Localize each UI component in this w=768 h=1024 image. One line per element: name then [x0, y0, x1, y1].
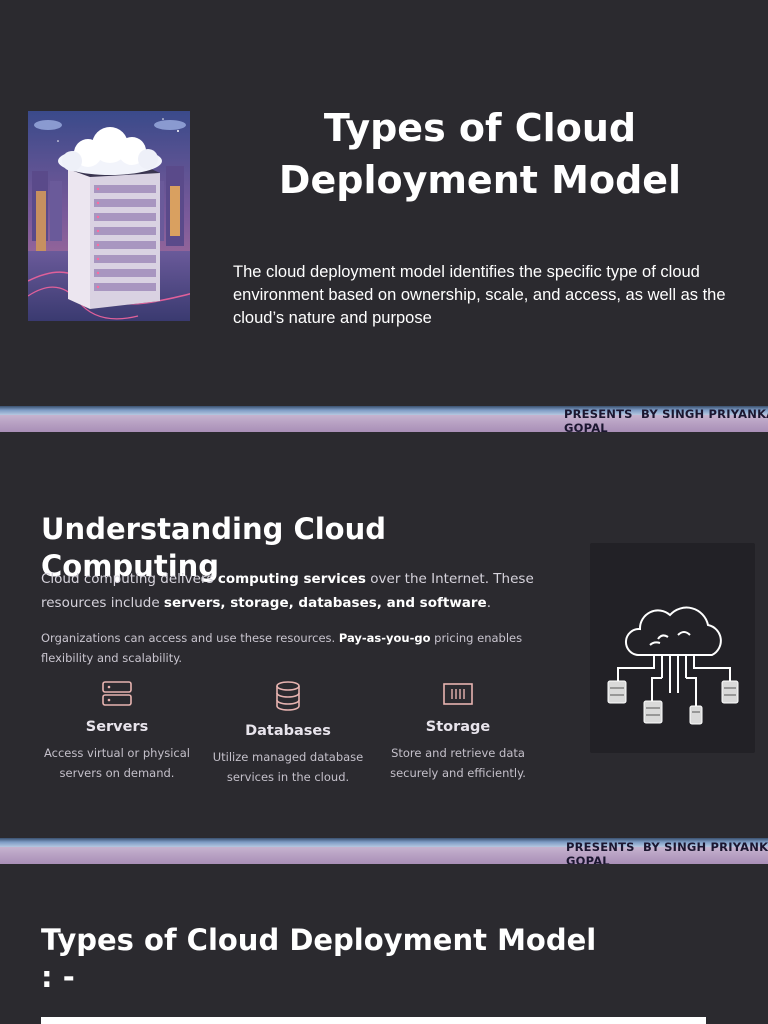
feature-servers: Servers Access virtual or physical serve… — [37, 680, 197, 783]
presenter-band: PRESENTS BY SINGH PRIYANKA GOPAL — [0, 838, 768, 864]
pricing-paragraph: Organizations can access and use these r… — [41, 631, 523, 665]
feature-description: Access virtual or physical servers on de… — [43, 746, 190, 780]
band-stripe-purple — [0, 847, 768, 864]
feature-databases: Databases Utilize managed database servi… — [208, 680, 368, 787]
feature-description: Store and retrieve data securely and eff… — [390, 746, 526, 780]
feature-name: Storage — [425, 719, 491, 735]
cloud-network-icon — [607, 606, 739, 725]
content-panel — [41, 1017, 706, 1024]
section-title: Types of Cloud Deployment Model : - — [41, 923, 597, 994]
slide-title: Types of Cloud Deployment Model — [278, 106, 682, 202]
slide-1: Types of Cloud Deployment Model The clou… — [0, 0, 768, 406]
presenter-credit: PRESENTS BY SINGH PRIYANKA GOPAL — [566, 840, 768, 864]
feature-name: Databases — [245, 723, 331, 739]
cloud-network-diagram — [590, 543, 755, 753]
section-title: Understanding Cloud Computing — [41, 512, 387, 583]
database-icon — [276, 681, 300, 711]
presenter-credit: PRESENTS BY SINGH PRIYANKA GOPAL — [564, 407, 768, 432]
feature-storage: Storage Store and retrieve data securely… — [378, 680, 538, 783]
band-stripe-blue — [0, 838, 768, 847]
slide-description: The cloud deployment model identifies th… — [233, 263, 726, 327]
feature-name: Servers — [85, 719, 149, 735]
server-icon — [102, 681, 132, 706]
storage-icon — [443, 683, 473, 705]
slide-3: Types of Cloud Deployment Model : - — [0, 866, 768, 1024]
slide-2: Understanding Cloud Computing Cloud comp… — [0, 432, 768, 836]
cloud-server-illustration — [28, 111, 190, 321]
presenter-band: PRESENTS BY SINGH PRIYANKA GOPAL — [0, 406, 768, 432]
band-stripe-blue — [0, 406, 768, 415]
intro-paragraph: Cloud computing delivers computing servi… — [41, 571, 534, 611]
band-stripe-purple — [0, 415, 768, 432]
feature-description: Utilize managed database services in the… — [212, 750, 364, 784]
